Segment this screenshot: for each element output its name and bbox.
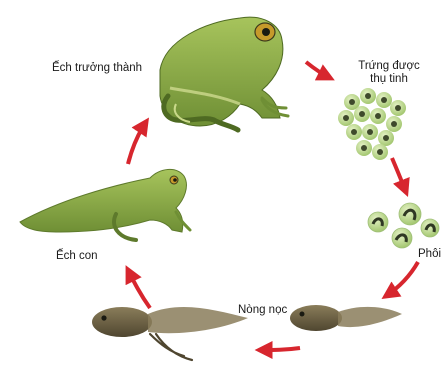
label-embryo: Phôi — [418, 248, 441, 261]
label-froglet: Ếch con — [56, 250, 98, 263]
embryo-image — [368, 203, 439, 248]
arrow-eggs-to-embryo — [392, 158, 406, 192]
label-fertilized-eggs-line1: Trứng được — [354, 60, 424, 73]
tadpole-right-image — [290, 305, 402, 331]
arrow-embryo-to-tadpole — [386, 262, 418, 296]
label-adult-frog: Ếch trưởng thành — [52, 62, 142, 75]
adult-frog-image — [160, 17, 288, 130]
arrow-legs-to-froglet — [128, 270, 150, 308]
arrow-adult-to-eggs — [306, 62, 330, 78]
arrow-froglet-to-adult — [128, 122, 146, 164]
label-fertilized-eggs: Trứng được thụ tinh — [354, 60, 424, 86]
tadpole-legs-image — [92, 307, 248, 360]
arrow-tadpole-to-legs — [260, 348, 300, 350]
label-fertilized-eggs-line2: thụ tinh — [354, 73, 424, 86]
froglet-image — [20, 169, 190, 240]
label-tadpole: Nòng nọc — [238, 304, 287, 317]
fertilized-eggs-image — [338, 88, 406, 160]
